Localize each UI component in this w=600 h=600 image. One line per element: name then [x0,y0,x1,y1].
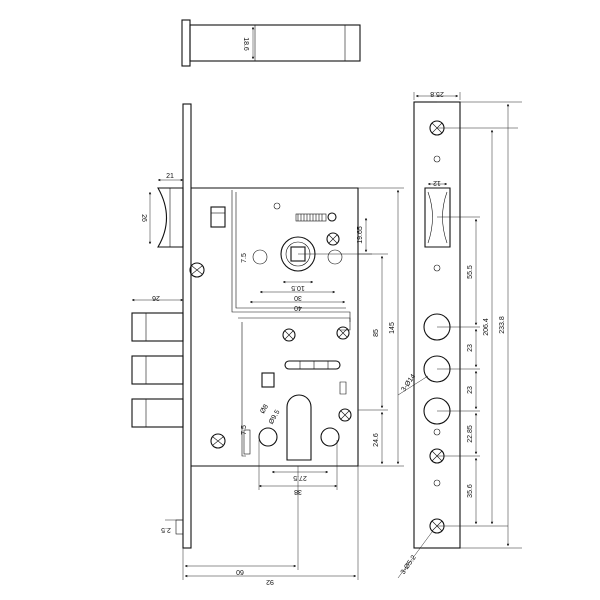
dim-faceplate-width: 25.8 [430,90,444,97]
dim-hole-small: 7.5 [241,253,248,263]
dim-case-92: 92 [266,578,274,585]
dim-backset-60: 60 [236,568,244,575]
dim-follower-30: 30 [294,294,302,301]
dim-fp-555: 55.5 [467,265,474,279]
screw-icon [326,232,340,246]
dim-case-step: 24.6 [373,433,380,447]
dim-handle-pitch: 19.65 [357,226,364,244]
dim-cyl-275: 27.5 [293,474,307,481]
dim-bolt-dia: 3-Ø14 [400,373,417,393]
dim-follower-inner: 10.5 [291,284,305,291]
screw-icon [282,328,296,342]
dim-strike-width: 12 [433,179,441,186]
dim-fp-2064: 206.4 [483,318,490,336]
dim-follower-40: 40 [294,304,302,311]
dim-fp-356: 35.6 [467,484,474,498]
dim-fp-2285: 22.85 [467,425,474,443]
dim-cyl-7: 7.5 [241,425,248,435]
dim-screw-dia: 3-Ø5.2 [400,554,418,576]
dimensions-main: 21 26 26 19.65 7.5 10.5 30 40 85 145 24.… [131,173,404,585]
screw-icon [210,433,226,449]
screw-icon [336,326,350,340]
dim-latch-height: 26 [140,214,147,222]
dim-bottom-25: 2.5 [161,526,171,533]
dim-fp-23b: 23 [467,386,474,394]
dim-fp-23a: 23 [467,344,474,352]
faceplate-front-view: 25.8 12 [397,90,522,579]
dim-fp-2338: 233.8 [499,316,506,334]
dim-bolt-throw: 26 [152,294,160,301]
lock-body [131,103,359,549]
dim-latch-thickness: 18.6 [242,37,249,51]
dim-height-85: 85 [373,329,380,337]
dim-cyl-d8: Ø8 [259,403,270,415]
dim-height-145: 145 [389,322,396,334]
dim-cyl-d95: Ø9.5 [268,409,282,426]
latch-top-view: 18.6 [181,19,361,67]
dim-latch-offset: 21 [166,173,174,180]
screw-icon [338,408,352,422]
screw-icon [189,262,205,278]
